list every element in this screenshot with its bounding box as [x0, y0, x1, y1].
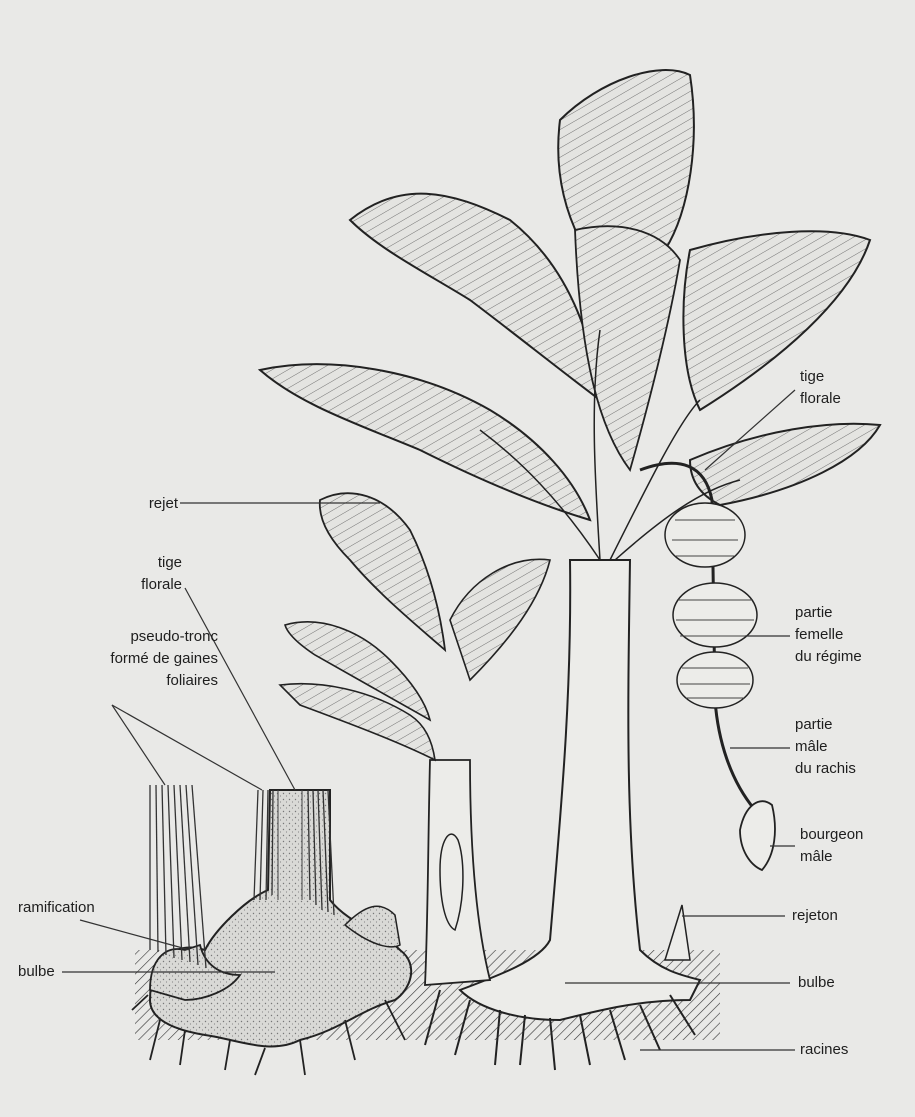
label-ramification: ramification — [18, 897, 95, 919]
leaf-right-lower — [690, 424, 880, 505]
pseudo-trunk-left — [150, 785, 206, 968]
label-partie-femelle: partie femelle du régime — [795, 602, 862, 668]
cross-section — [132, 785, 430, 1075]
banana-bunch — [665, 503, 757, 708]
sucker-shoot — [665, 905, 690, 960]
label-rejeton: rejeton — [792, 905, 838, 927]
label-bulbe-right: bulbe — [798, 972, 835, 994]
leaf-upper-left — [350, 194, 600, 400]
leader-pseudo-tronc-b — [112, 705, 262, 790]
label-tige-florale-left: tige florale — [100, 552, 182, 596]
label-racines: racines — [800, 1039, 848, 1061]
label-pseudo-tronc: pseudo-tronc formé de gaines foliaires — [20, 626, 218, 692]
offshoot-leaf-right — [450, 559, 550, 680]
leaf-top-center — [558, 70, 694, 250]
male-bud — [740, 801, 775, 870]
label-rejet: rejet — [100, 493, 178, 515]
label-bulbe-left: bulbe — [18, 961, 55, 983]
leaf-center-mid — [575, 226, 680, 470]
label-partie-male: partie mâle du rachis — [795, 714, 856, 780]
label-bourgeon-male: bourgeon mâle — [800, 824, 863, 868]
leaf-left-long — [260, 364, 590, 520]
leaf-right-upper — [683, 231, 870, 410]
label-tige-florale-right: tige florale — [800, 366, 841, 410]
leader-pseudo-tronc-a — [112, 705, 165, 785]
